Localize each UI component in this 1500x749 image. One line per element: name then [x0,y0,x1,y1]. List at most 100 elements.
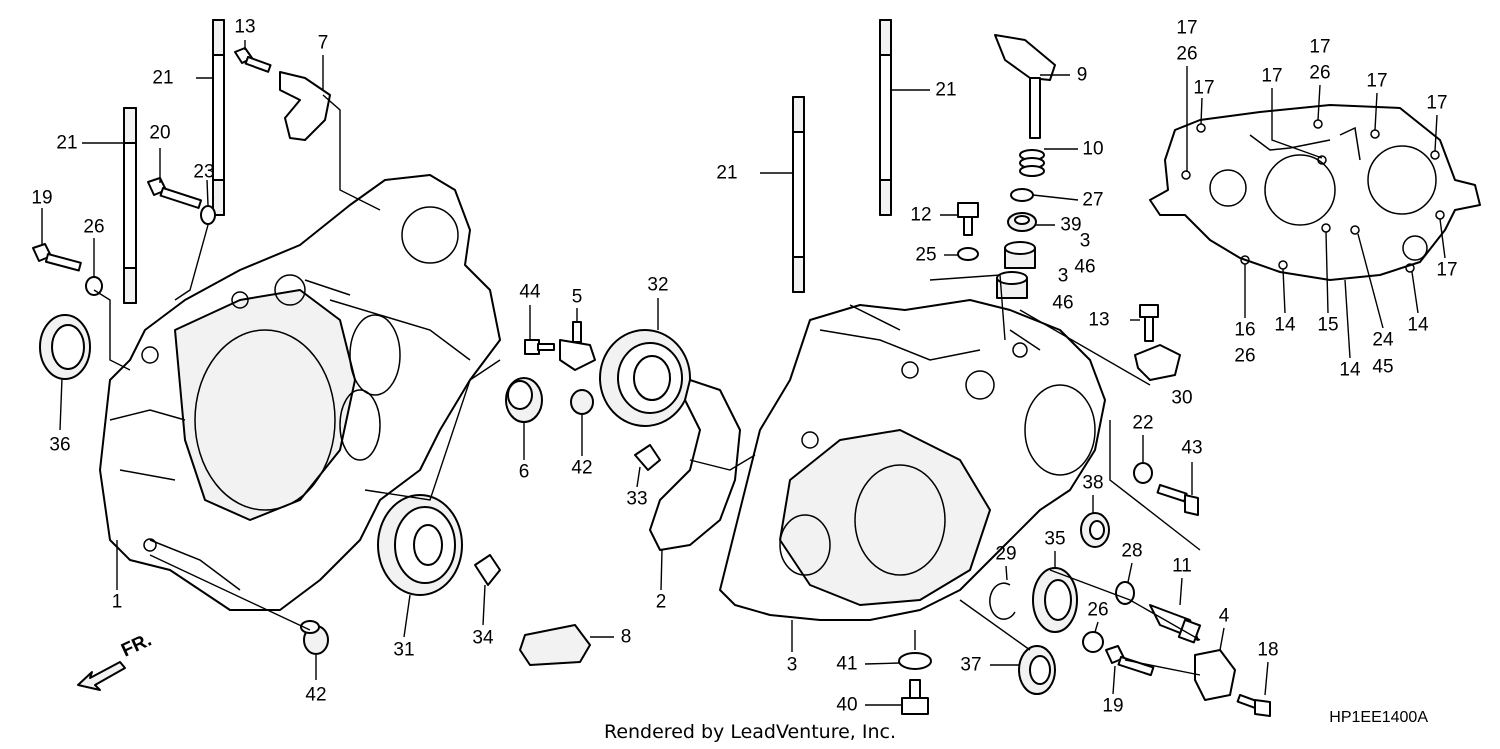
cover-4 [1194,649,1236,701]
bearing-31 [377,494,463,596]
callout-c13a: 13 [234,17,255,38]
stud-bolt-21d [879,19,892,216]
callout-c21b: 21 [56,133,77,154]
callout-c45: 45 [1372,357,1393,378]
bolt-43 [1156,483,1199,516]
arrow-icon [77,661,126,691]
callout-c39: 39 [1060,215,1081,236]
spring-10 [1019,149,1045,177]
bolt-19a [32,243,82,272]
bolt-13a [234,47,272,73]
switch-11 [1149,604,1202,644]
callout-c3a: 3 [1080,231,1091,252]
callout-c18: 18 [1257,640,1278,661]
callout-c14b: 14 [1339,360,1361,381]
callout-c43: 43 [1181,438,1202,459]
washer-41 [898,652,932,670]
callout-c17b: 17 [1193,78,1214,99]
callout-c2: 2 [656,592,667,613]
callout-c17a: 17 [1176,18,1197,39]
callout-c21d: 21 [935,80,956,101]
stud-bolt-21b [123,107,137,304]
needle-bearing-46a [1004,241,1036,269]
washer-26b [1082,631,1104,653]
bolt-19b [1105,645,1155,677]
callout-c30: 30 [1171,388,1192,409]
bearing-32 [599,329,691,427]
bolt-12 [957,202,979,236]
plug-6 [505,377,543,423]
callout-c1: 1 [112,592,123,613]
callout-c7: 7 [318,33,329,54]
callout-c21c: 21 [716,163,737,184]
callout-c8: 8 [621,627,632,648]
callout-c13b: 13 [1088,310,1109,331]
oil-seal-36 [39,314,91,380]
leader-lines [41,40,1446,706]
callout-c31: 31 [393,640,414,661]
callout-c35: 35 [1044,529,1065,550]
callout-c26e: 26 [1234,346,1255,367]
callout-c24: 24 [1372,330,1394,351]
circlip-29 [989,582,1016,620]
callout-c4: 4 [1219,606,1230,627]
callout-c40: 40 [836,695,857,716]
left-crankcase-half [99,174,501,611]
callout-c17g: 17 [1436,260,1457,281]
crankcase-cover-gasket [1149,104,1481,281]
bolt-18 [1236,694,1271,717]
callout-c27: 27 [1082,190,1103,211]
front-direction-arrow: FR. [77,630,155,691]
callout-c34: 34 [472,628,494,649]
bolt-44 [524,339,555,355]
callout-c14c: 14 [1407,315,1429,336]
rubber-8 [519,624,591,666]
footer-attribution: Rendered by LeadVenture, Inc. [604,721,896,743]
callout-c32: 32 [647,275,668,296]
callout-c46b: 46 [1052,293,1073,314]
callout-c19a: 19 [31,188,52,209]
front-label: FR. [118,630,155,662]
callout-c25: 25 [915,245,936,266]
washer-22 [1133,462,1153,484]
callout-c28: 28 [1121,541,1142,562]
clip-34 [474,554,501,586]
callout-c33: 33 [626,489,647,510]
callout-c17f: 17 [1426,93,1447,114]
callout-c42b: 42 [571,458,592,479]
callout-c17e: 17 [1366,71,1387,92]
callout-c15: 15 [1317,315,1338,336]
bolt-20 [147,177,203,209]
dowel-42b [570,389,594,415]
bracket-7 [279,71,331,141]
washer-27 [1010,188,1034,202]
callout-c38: 38 [1082,473,1103,494]
callout-c29: 29 [995,544,1016,565]
callout-c6: 6 [519,462,530,483]
callout-c9: 9 [1077,65,1088,86]
callout-c19b: 19 [1102,696,1123,717]
callout-c20: 20 [149,123,170,144]
callout-c26c: 26 [1176,44,1197,65]
oil-seal-35 [1032,567,1078,633]
dowel-42a [300,620,329,655]
callout-c3c: 3 [787,655,798,676]
callout-c46a: 46 [1074,257,1095,278]
clamp-30 [1134,344,1181,381]
callout-c26d: 26 [1309,63,1330,84]
callout-c3b: 3 [1058,266,1069,287]
callout-c10: 10 [1082,139,1103,160]
seal-37 [1018,645,1056,695]
callout-c17c: 17 [1261,66,1282,87]
callout-c11: 11 [1172,556,1192,577]
bearing-38 [1080,512,1110,548]
sensor-5 [559,321,596,371]
callout-c26a: 26 [83,217,104,238]
bolt-40 [901,679,929,715]
stud-bolt-21c [792,96,805,293]
callout-c41: 41 [836,654,857,675]
needle-bearing-46b [996,271,1028,299]
diagram-code: HP1EE1400A [1329,709,1428,726]
bearing-39 [1007,212,1037,232]
clip-33 [634,444,661,471]
